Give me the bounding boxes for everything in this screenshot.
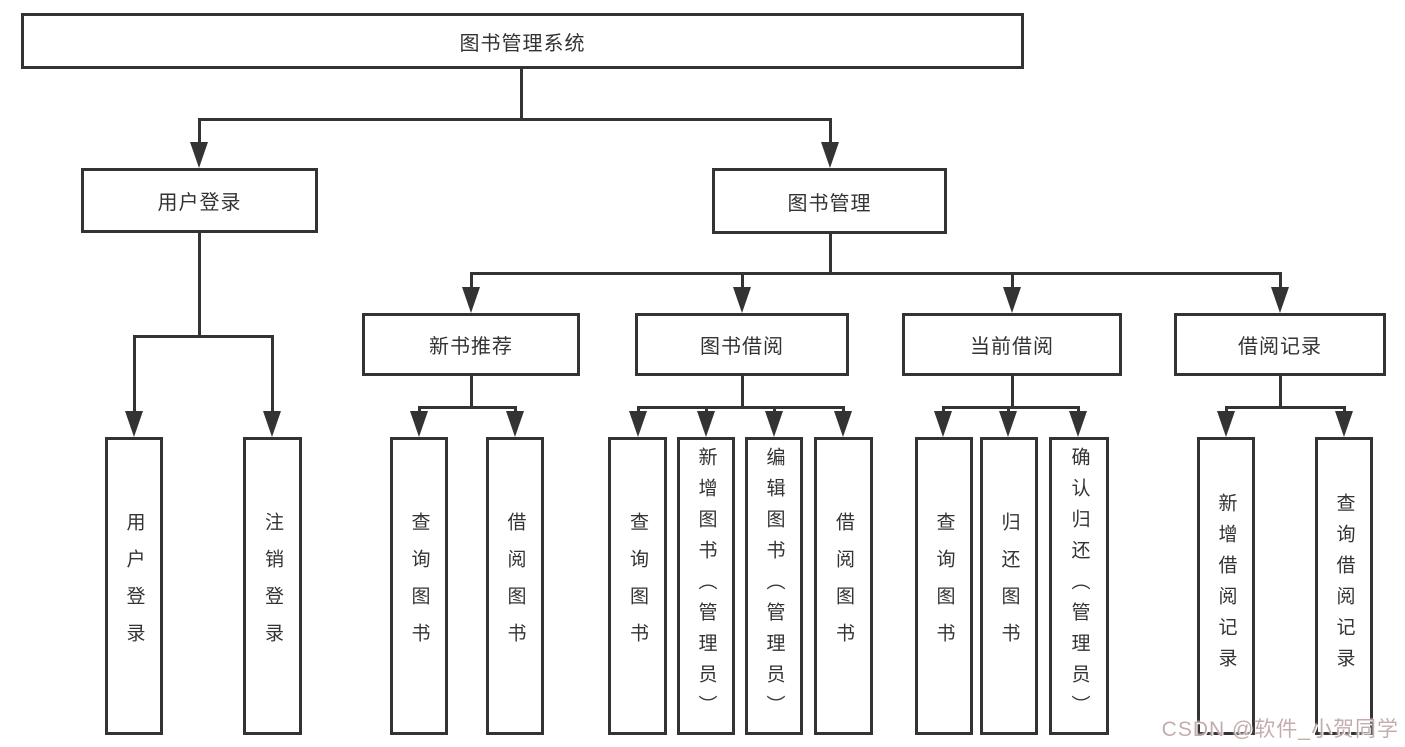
connector-bookborrow-shaft: [741, 272, 744, 289]
connector-currentborrow-split: [942, 406, 1080, 409]
node-book-mgmt: 图书管理: [712, 168, 947, 234]
connector-shaft: [418, 406, 421, 414]
connector-shaft: [842, 406, 845, 414]
arrowhead-down-borrowrecords: [1271, 287, 1289, 313]
connector-bookborrow-drop: [741, 376, 744, 408]
node-current-borrow-label: 当前借阅: [970, 336, 1054, 358]
leaf-confirm-return-admin-label: 确认归还（管理员）: [1068, 446, 1090, 726]
node-root: 图书管理系统: [21, 13, 1024, 69]
arrowhead-down: [1069, 411, 1087, 437]
arrowhead-down-leaf-userlogin: [125, 411, 143, 437]
node-book-mgmt-label: 图书管理: [787, 192, 872, 215]
arrowhead-down: [1335, 411, 1353, 437]
arrowhead-down: [834, 411, 852, 437]
leaf-logout-label: 注销登录: [262, 512, 283, 660]
leaf-borrow-books-newbooks: 借阅图书: [486, 437, 544, 735]
leaf-query-borrow-record: 查询借阅记录: [1315, 437, 1373, 735]
connector-leaf-logout-shaft: [271, 335, 274, 413]
leaf-borrow-books-newbooks-label: 借阅图书: [504, 512, 526, 660]
leaf-query-books-borrow-label: 查询图书: [627, 512, 648, 660]
arrowhead-down: [765, 411, 783, 437]
leaf-return-book-label: 归还图书: [998, 512, 1020, 660]
arrowhead-down-leaf-logout: [263, 411, 281, 437]
connector-shaft: [1225, 406, 1228, 414]
node-borrow-records: 借阅记录: [1174, 313, 1386, 376]
connector-borrowrecords-split: [1225, 406, 1346, 409]
arrowhead-down: [506, 411, 524, 437]
arrowhead-down: [697, 411, 715, 437]
leaf-add-book-admin: 新增图书（管理员）: [677, 437, 735, 735]
arrowhead-down: [999, 411, 1017, 437]
connector-leaf-userlogin-shaft: [133, 335, 136, 413]
leaf-add-borrow-record: 新增借阅记录: [1197, 437, 1255, 735]
connector-borrowrecords-drop: [1279, 376, 1282, 408]
node-root-label: 图书管理系统: [459, 32, 586, 55]
connector-currentborrow-drop: [1011, 376, 1014, 408]
connector-shaft: [637, 406, 640, 414]
leaf-query-books-current: 查询图书: [915, 437, 973, 735]
connector-newbooks-drop: [470, 376, 473, 408]
leaf-query-books-newbooks: 查询图书: [390, 437, 448, 735]
leaf-query-books-borrow: 查询图书: [608, 437, 667, 735]
leaf-return-book: 归还图书: [980, 437, 1038, 735]
connector-shaft: [514, 406, 517, 414]
connector-shaft: [773, 406, 776, 414]
connector-bookmgmt-drop: [829, 233, 832, 274]
connector-userlogin-split: [133, 335, 274, 338]
leaf-edit-book-admin-label: 编辑图书（管理员）: [763, 446, 785, 726]
connector-bookmgmt-shaft: [829, 118, 832, 144]
connector-level2-split: [198, 118, 831, 121]
leaf-borrow-books-borrow-label: 借阅图书: [833, 512, 854, 660]
arrowhead-down-newbooks: [462, 287, 480, 313]
leaf-confirm-return-admin: 确认归还（管理员）: [1049, 437, 1109, 735]
leaf-add-book-admin-label: 新增图书（管理员）: [695, 446, 717, 726]
connector-shaft: [705, 406, 708, 414]
connector-newbooks-split: [418, 406, 517, 409]
arrowhead-down: [410, 411, 428, 437]
node-book-borrow: 图书借阅: [635, 313, 849, 376]
connector-bookborrow-split: [637, 406, 844, 409]
node-new-books: 新书推荐: [362, 313, 580, 376]
node-current-borrow: 当前借阅: [902, 313, 1122, 376]
arrowhead-down-bookborrow: [733, 287, 751, 313]
leaf-user-login: 用户登录: [105, 437, 163, 735]
connector-newbooks-shaft: [470, 272, 473, 289]
leaf-borrow-books-borrow: 借阅图书: [814, 437, 873, 735]
leaf-query-books-newbooks-label: 查询图书: [408, 512, 430, 660]
leaf-query-borrow-record-label: 查询借阅记录: [1333, 493, 1355, 679]
arrowhead-down-currentborrow: [1003, 287, 1021, 313]
arrowhead-down: [934, 411, 952, 437]
arrowhead-down: [629, 411, 647, 437]
arrowhead-down-bookmgmt: [821, 142, 839, 168]
leaf-logout: 注销登录: [243, 437, 302, 735]
watermark-text: CSDN @软件_小贺同学: [1161, 718, 1399, 741]
connector-level3-split: [470, 272, 1281, 275]
leaf-edit-book-admin: 编辑图书（管理员）: [745, 437, 803, 735]
node-user-login: 用户登录: [81, 168, 318, 233]
connector-userlogin-drop: [198, 233, 201, 337]
node-book-borrow-label: 图书借阅: [700, 336, 784, 358]
leaf-query-books-current-label: 查询图书: [933, 512, 955, 660]
leaf-user-login-label: 用户登录: [123, 512, 145, 660]
connector-userlogin-shaft: [198, 118, 201, 144]
node-new-books-label: 新书推荐: [429, 336, 513, 358]
connector-borrowrecords-shaft: [1279, 272, 1282, 289]
connector-shaft: [1343, 406, 1346, 414]
leaf-add-borrow-record-label: 新增借阅记录: [1215, 493, 1237, 679]
connector-currentborrow-shaft: [1011, 272, 1014, 289]
node-borrow-records-label: 借阅记录: [1238, 336, 1322, 358]
arrowhead-down-userlogin: [190, 142, 208, 168]
arrowhead-down: [1217, 411, 1235, 437]
connector-root-drop: [520, 68, 523, 119]
connector-shaft: [942, 406, 945, 414]
connector-shaft: [1007, 406, 1010, 414]
connector-shaft: [1077, 406, 1080, 414]
node-user-login-label: 用户登录: [157, 192, 242, 214]
